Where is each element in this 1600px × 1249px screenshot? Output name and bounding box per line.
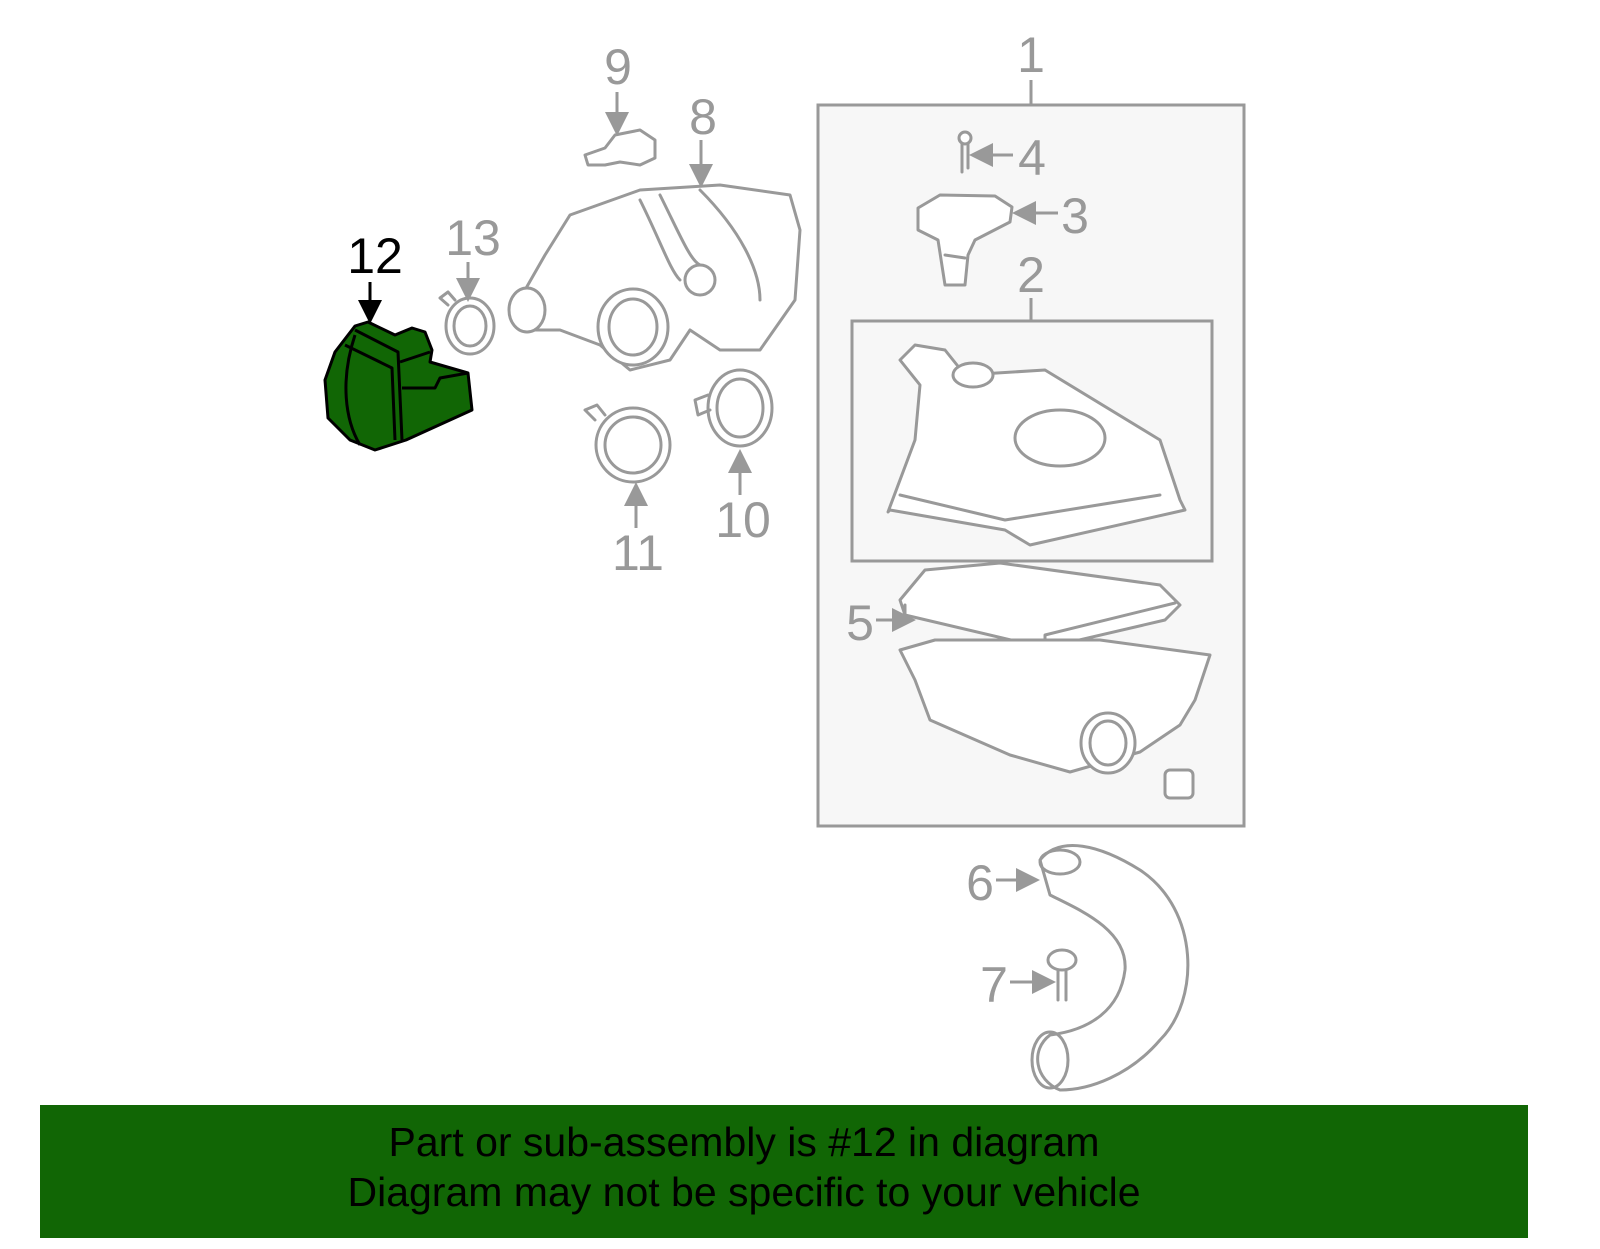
callout-7: 7 (980, 957, 1008, 1013)
lower-housing[interactable] (898, 638, 1212, 800)
part-13-clamp[interactable] (438, 290, 496, 356)
callout-1: 1 (1017, 27, 1045, 83)
part-7-bolt[interactable] (1046, 948, 1078, 1002)
callout-11: 11 (612, 525, 664, 581)
part-9-sensor[interactable] (583, 128, 657, 167)
callout-9: 9 (604, 39, 632, 95)
callout-3: 3 (1061, 188, 1089, 244)
part-8-intake-tube[interactable] (507, 183, 802, 372)
callout-13: 13 (445, 210, 501, 266)
banner-line-1: Part or sub-assembly is #12 in diagram (388, 1119, 1100, 1165)
part-3-sensor[interactable] (916, 193, 1014, 287)
part-4-bolt[interactable] (957, 130, 973, 174)
callout-10: 10 (715, 492, 771, 548)
callout-12: 12 (347, 228, 403, 284)
callout-8: 8 (689, 89, 717, 145)
banner-line-2: Diagram may not be specific to your vehi… (347, 1169, 1141, 1215)
callout-5: 5 (846, 595, 874, 651)
callout-6: 6 (966, 855, 994, 911)
part-12-highlighted[interactable] (323, 320, 474, 452)
part-6-hose[interactable] (1030, 844, 1190, 1092)
callout-2: 2 (1017, 247, 1045, 303)
part-2-upper-housing[interactable] (886, 343, 1187, 547)
part-10-clamp[interactable] (693, 368, 774, 448)
callout-4: 4 (1018, 130, 1046, 186)
part-11-clamp[interactable] (583, 403, 672, 484)
info-banner: Part or sub-assembly is #12 in diagram D… (40, 1105, 1528, 1238)
